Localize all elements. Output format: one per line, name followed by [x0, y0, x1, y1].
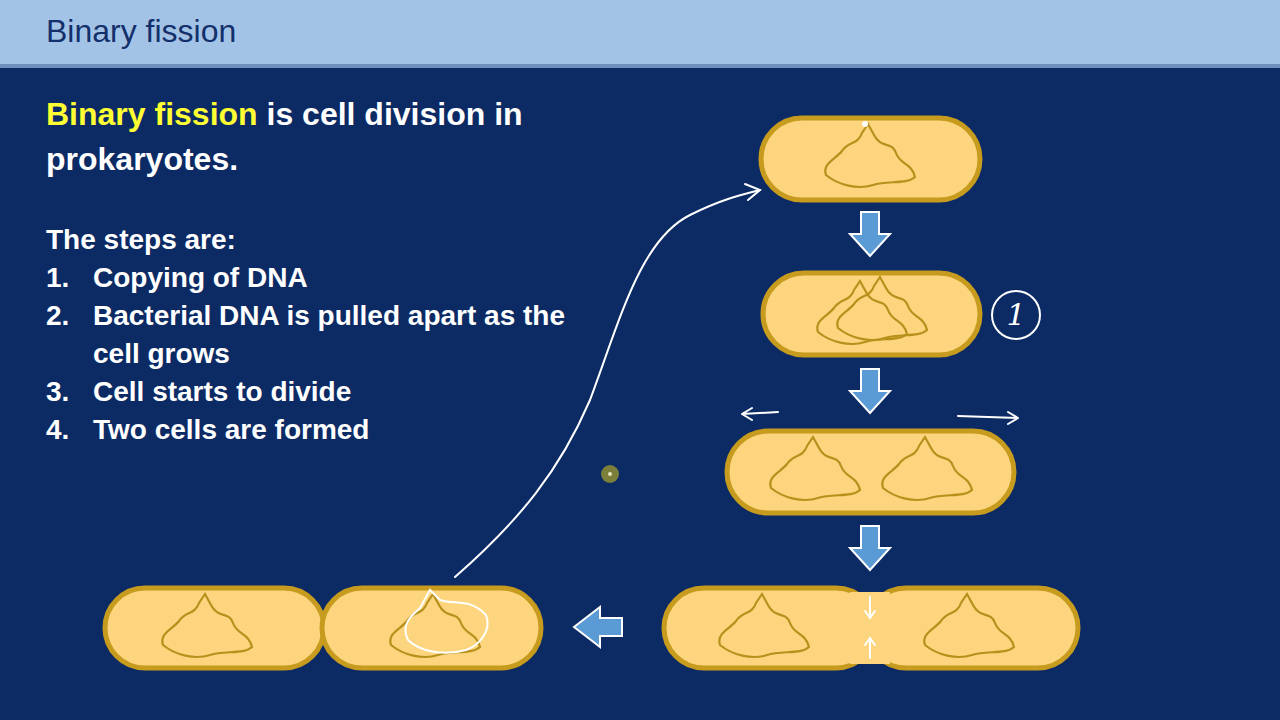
list-heading: The steps are:: [46, 221, 446, 259]
pointer-dot: [601, 465, 619, 483]
step-number: 3.: [46, 373, 91, 411]
step-number: 2.: [46, 297, 91, 335]
step-number: 4.: [46, 411, 91, 449]
intro-text: Binary fission is cell division in proka…: [46, 92, 646, 182]
step-text: Cell starts to divide: [93, 373, 593, 411]
step-text: Copying of DNA: [93, 259, 593, 297]
title: Binary fission: [46, 13, 1280, 50]
bacterium-cell: [761, 118, 980, 200]
callout-circle: 1: [991, 290, 1041, 340]
title-bar: Binary fission: [0, 0, 1280, 68]
dividing-cell: [664, 588, 876, 668]
handwritten-annotation: [405, 184, 1018, 658]
step-number: 1.: [46, 259, 91, 297]
callout-number: 1: [1006, 300, 1025, 330]
bacterium-cell: [763, 273, 980, 355]
dividing-cell: [866, 588, 1078, 668]
step-text: Bacterial DNA is pulled apart as the cel…: [93, 297, 608, 373]
daughter-cell: [105, 588, 324, 668]
daughter-cell: [322, 588, 541, 668]
step-text: Two cells are formed: [93, 411, 593, 449]
key-term: Binary fission: [46, 96, 258, 132]
bacterium-cell: [727, 431, 1014, 513]
